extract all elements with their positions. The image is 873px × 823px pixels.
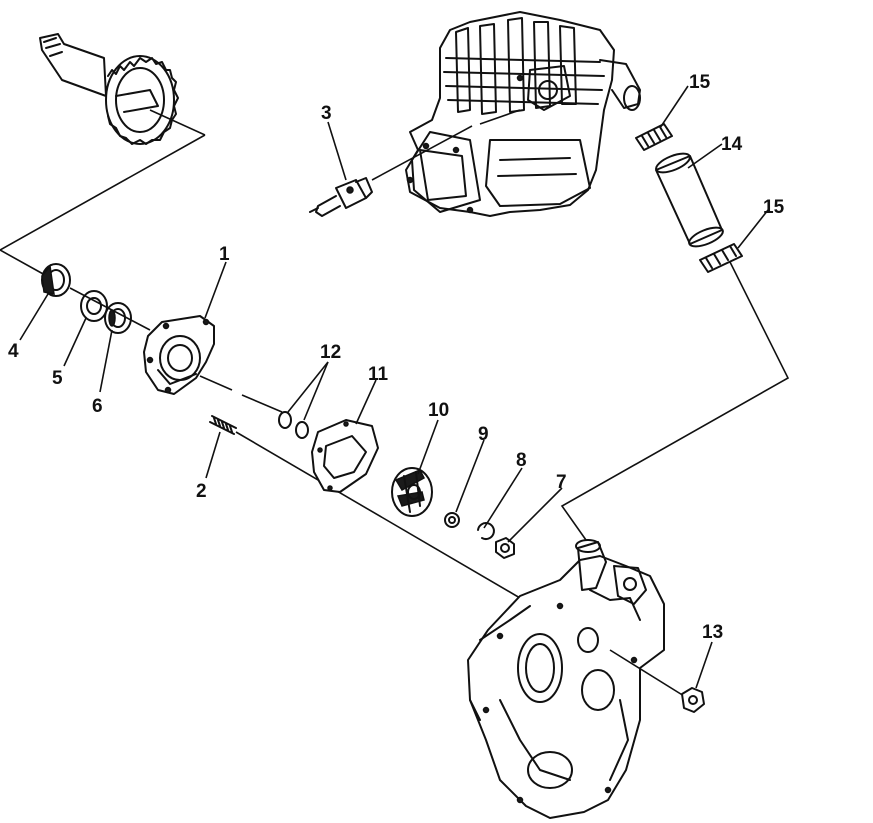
bearing-5-drawing [80, 290, 108, 322]
callout-14: 14 [721, 134, 743, 155]
crankcase-cover-drawing [467, 539, 665, 819]
leader-11 [355, 379, 377, 425]
callout-7: 7 [556, 472, 567, 493]
leader-3 [327, 121, 347, 181]
hose-clamp-upper-drawing [635, 123, 673, 151]
assembly-line-nut-13 [609, 649, 685, 697]
leader-10 [417, 419, 439, 475]
assembly-line-bearings [69, 287, 151, 331]
leader-2 [205, 431, 221, 479]
temperature-sensor-drawing [309, 177, 373, 217]
leader-13 [695, 641, 713, 689]
callout-15-lower: 15 [763, 197, 785, 218]
callout-9: 9 [478, 424, 489, 445]
leader-9 [455, 439, 485, 513]
leader-4 [19, 293, 49, 341]
circlip-drawing [477, 522, 495, 541]
callout-5: 5 [52, 368, 63, 389]
leader-7 [507, 487, 563, 543]
pump-housing-drawing [143, 315, 283, 413]
drive-gear-shaft-drawing [39, 33, 206, 145]
callout-13: 13 [702, 622, 723, 643]
cylinder-head-drawing [371, 11, 641, 217]
callout-3: 3 [321, 103, 332, 124]
hose-clamp-lower-drawing [699, 243, 743, 273]
callout-1: 1 [219, 244, 230, 265]
gasket-drawing [311, 419, 379, 493]
leader-1 [204, 261, 227, 319]
callout-10: 10 [428, 400, 449, 421]
callout-2: 2 [196, 481, 207, 502]
leader-12b [303, 361, 329, 421]
leader-5 [63, 317, 87, 367]
washer-drawing [444, 512, 460, 528]
callout-11: 11 [368, 364, 389, 385]
callout-4: 4 [8, 341, 19, 362]
callout-8: 8 [516, 450, 527, 471]
assembly-line-shaft [0, 134, 206, 276]
leader-15a [659, 85, 689, 129]
nut-drawing [495, 537, 515, 559]
impeller-drawing [391, 467, 433, 517]
o-ring-pair-drawing [278, 411, 309, 439]
leader-12a [287, 361, 329, 413]
assembly-line-hose [560, 261, 790, 541]
water-hose-drawing [655, 152, 724, 248]
flange-nut-drawing [681, 687, 705, 713]
callout-15-upper: 15 [689, 72, 711, 93]
callout-6: 6 [92, 396, 103, 417]
stud-bolt-drawing [209, 415, 521, 599]
leader-15b [737, 209, 769, 249]
leader-6 [99, 329, 113, 393]
callout-12: 12 [320, 342, 341, 363]
bearing-4-drawing [41, 263, 71, 297]
leader-8 [483, 467, 523, 529]
leader-14 [687, 143, 723, 169]
